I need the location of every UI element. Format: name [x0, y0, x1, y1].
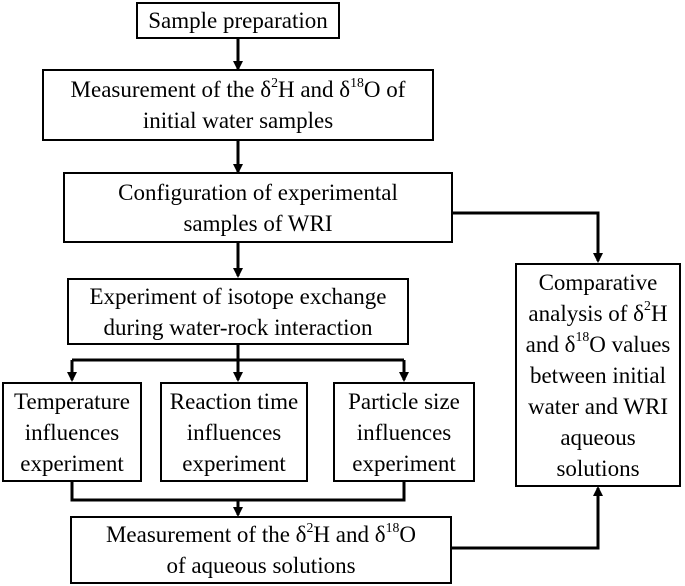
sample-preparation-box: Sample preparation: [136, 2, 340, 39]
box-text-line: experiment: [352, 450, 456, 476]
box-text-line: analysis of δ2H: [528, 298, 668, 326]
comparative-analysis-box: Comparative analysis of δ2H and δ18O value…: [515, 263, 681, 487]
box-text-line: Experiment of isotope exchange: [89, 283, 387, 309]
box-text-line: experiment: [182, 450, 286, 476]
box-text-line: Comparative: [538, 269, 658, 295]
temperature-experiment-box: Temperature influences experiment: [2, 382, 142, 482]
box-text-line: influences: [24, 419, 120, 445]
particle-size-experiment-box: Particle size influences experiment: [333, 382, 475, 482]
isotope-exchange-box: Experiment of isotope exchange during wat…: [67, 278, 409, 345]
box-text-line: solutions: [556, 455, 640, 481]
reaction-time-experiment-box: Reaction time influences experiment: [160, 382, 308, 482]
arrow-config-to-comparative: [453, 211, 603, 263]
box-text-line: Measurement of the δ2H and δ18O of: [70, 74, 406, 102]
box-text-line: Temperature: [14, 388, 130, 414]
box-text-line: Reaction time: [169, 388, 299, 414]
merge-line: [70, 482, 406, 502]
box-text-line: Sample preparation: [148, 8, 328, 33]
box-text-line: during water-rock interaction: [103, 314, 373, 340]
box-text-line: water and WRI: [527, 393, 669, 419]
box-text-line: Particle size: [348, 388, 460, 414]
box-text-line: influences: [356, 419, 452, 445]
measurement-initial-box: Measurement of the δ2H and δ18O of initia…: [42, 69, 434, 141]
box-text-line: of aqueous solutions: [166, 553, 356, 578]
box-text-line: experiment: [20, 450, 124, 476]
measurement-aqueous-box: Measurement of the δ2H and δ18O of aqueou…: [70, 516, 452, 584]
box-text-line: Configuration of experimental: [118, 179, 398, 205]
box-text-line: samples of WRI: [183, 210, 333, 236]
configuration-box: Configuration of experimental samples of …: [63, 172, 453, 243]
box-text-line: influences: [186, 419, 282, 445]
box-text-line: initial water samples: [142, 108, 334, 133]
box-text-line: Measurement of the δ2H and δ18O: [105, 519, 416, 547]
box-text-line: and δ18O values: [525, 329, 671, 357]
box-text-line: aqueous: [560, 424, 636, 450]
arrow-aqueous-to-comparative: [452, 486, 603, 550]
box-text-line: between initial: [529, 362, 667, 388]
